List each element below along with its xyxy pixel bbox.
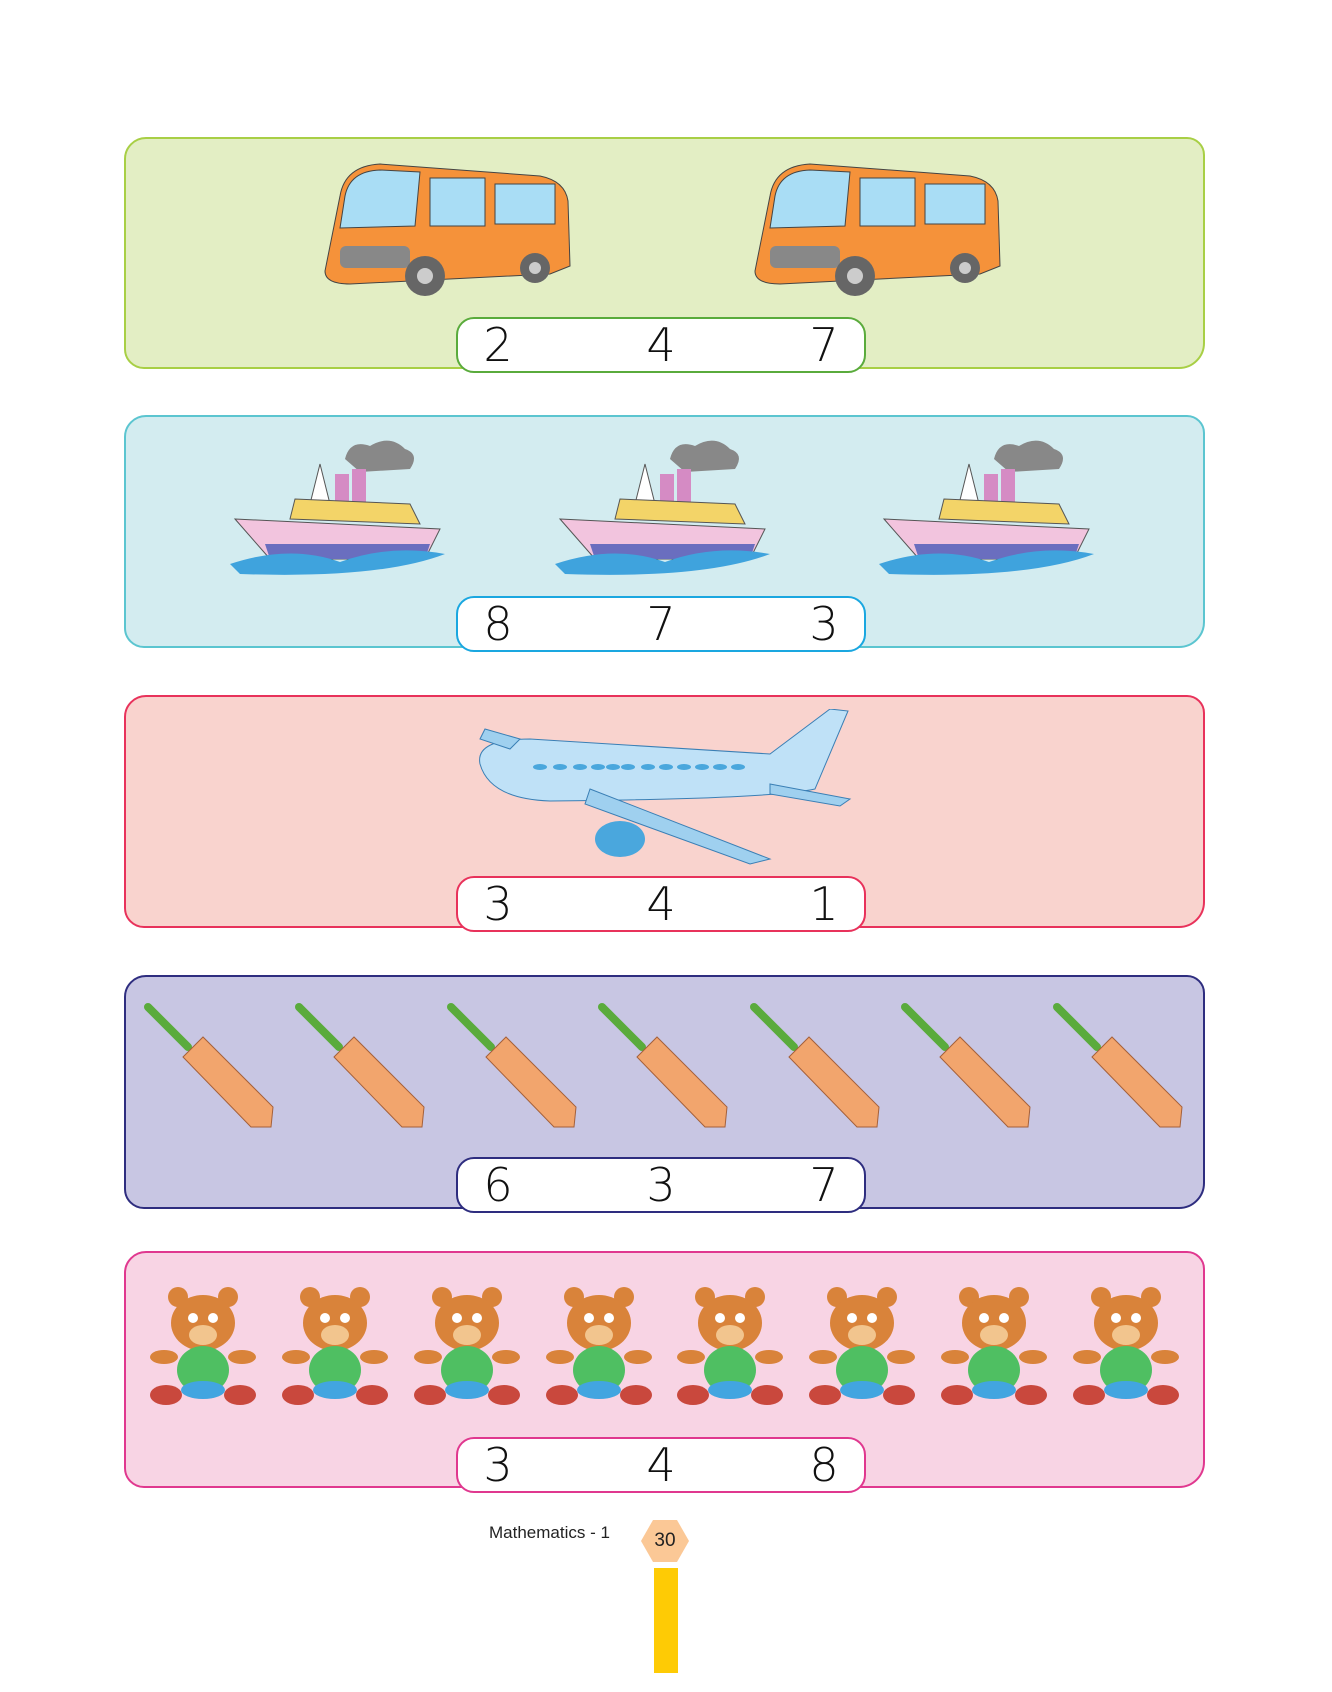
bus-icon — [750, 156, 1010, 311]
teddy-bear-icon — [675, 1285, 785, 1415]
teddy-bear-icon — [280, 1285, 390, 1415]
object-group — [126, 139, 1203, 327]
footer-decoration-bar — [654, 1568, 678, 1673]
page-number-badge: 30 — [641, 1520, 689, 1562]
answer-option[interactable]: 6 — [483, 1158, 513, 1212]
object-group — [126, 1253, 1203, 1446]
answer-option[interactable]: 7 — [646, 597, 676, 651]
object-group — [126, 977, 1203, 1167]
cricket-bat-icon — [294, 1002, 429, 1142]
teddy-bear-icon — [807, 1285, 917, 1415]
answer-options: 2 4 7 — [456, 317, 866, 373]
page-number: 30 — [654, 1530, 676, 1551]
answer-option[interactable]: 3 — [646, 1158, 676, 1212]
teddy-bear-icon — [412, 1285, 522, 1415]
object-group — [126, 697, 1203, 886]
teddy-bear-icon — [1071, 1285, 1181, 1415]
teddy-bear-icon — [544, 1285, 654, 1415]
ship-icon — [230, 434, 450, 589]
answer-option[interactable]: 8 — [483, 597, 513, 651]
teddy-bear-icon — [148, 1285, 258, 1415]
cricket-bat-icon — [597, 1002, 732, 1142]
answer-option[interactable]: 3 — [483, 877, 513, 931]
answer-option[interactable]: 3 — [809, 597, 839, 651]
cricket-bat-icon — [749, 1002, 884, 1142]
answer-option[interactable]: 1 — [809, 877, 839, 931]
cricket-bat-icon — [143, 1002, 278, 1142]
answer-options: 3 4 1 — [456, 876, 866, 932]
answer-option[interactable]: 7 — [809, 1158, 839, 1212]
answer-options: 6 3 7 — [456, 1157, 866, 1213]
answer-option[interactable]: 3 — [483, 1438, 513, 1492]
object-group — [126, 417, 1203, 606]
bus-icon — [320, 156, 580, 311]
answer-options: 3 4 8 — [456, 1437, 866, 1493]
answer-options: 8 7 3 — [456, 596, 866, 652]
ship-icon — [554, 434, 775, 589]
cricket-bat-icon — [900, 1002, 1035, 1142]
cricket-bat-icon — [446, 1002, 581, 1142]
answer-option[interactable]: 4 — [646, 877, 676, 931]
book-title: Mathematics - 1 — [489, 1523, 610, 1542]
airplane-icon — [470, 708, 860, 874]
answer-option[interactable]: 4 — [646, 318, 676, 372]
ship-icon — [878, 434, 1099, 589]
cricket-bat-icon — [1052, 1002, 1187, 1142]
panel-teddy-bear — [124, 1251, 1205, 1488]
answer-option[interactable]: 2 — [483, 318, 513, 372]
answer-option[interactable]: 8 — [809, 1438, 839, 1492]
teddy-bear-icon — [939, 1285, 1049, 1415]
answer-option[interactable]: 4 — [646, 1438, 676, 1492]
answer-option[interactable]: 7 — [809, 318, 839, 372]
